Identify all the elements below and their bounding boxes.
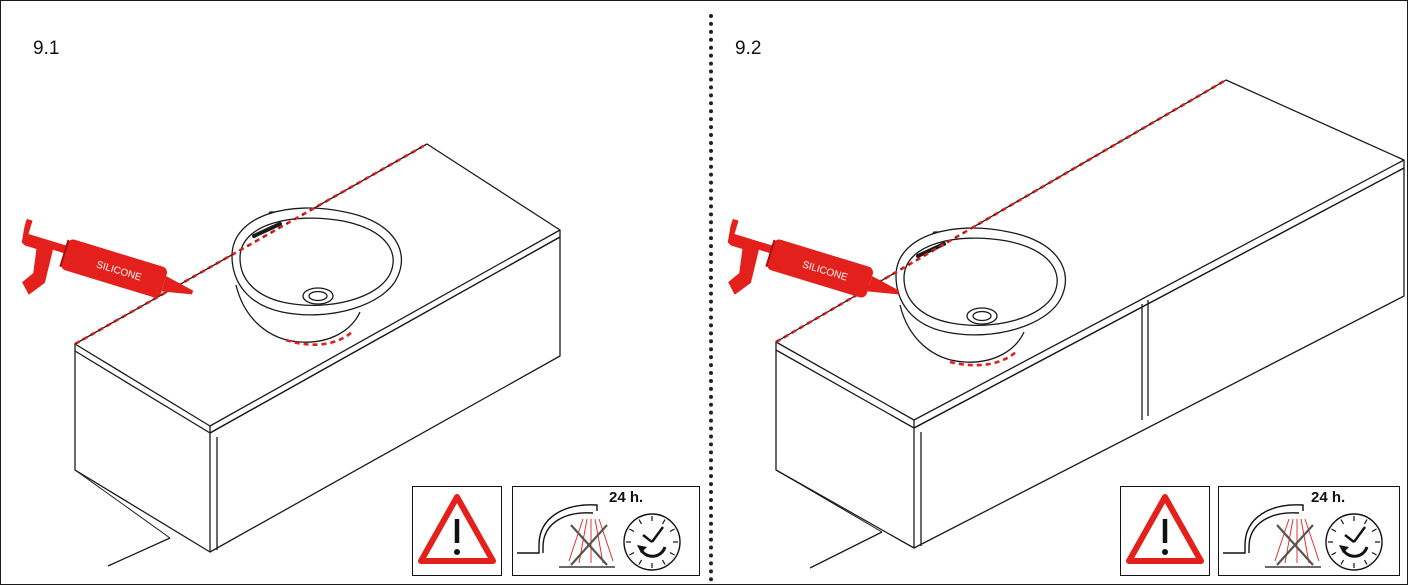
step-label: 9.2 — [735, 38, 762, 59]
silicone-gun-icon: SILICONE — [21, 218, 194, 298]
countertop-edge-front — [74, 344, 211, 434]
silicone-seal-line — [74, 142, 428, 346]
faucet-no-water-icon — [1223, 504, 1321, 568]
warning-triangle-icon — [418, 494, 496, 564]
panel-step-9-2: 9.2 — [712, 0, 1408, 585]
cabinet-front — [775, 350, 915, 549]
step-label: 9.1 — [33, 38, 60, 59]
warning-box — [1120, 486, 1210, 576]
silicone-seal-line — [775, 78, 1227, 367]
vanity-double-drawer-drawing: SILICONE — [727, 78, 1405, 569]
vanity-single-drawer-drawing: SILICONE — [21, 142, 561, 567]
floor-line — [107, 537, 171, 567]
warning-triangle-icon — [1126, 494, 1204, 564]
silicone-gun-icon: SILICONE — [727, 218, 900, 298]
basin — [231, 207, 402, 343]
cure-time-box: 24 h. — [1218, 486, 1400, 576]
countertop-edge-front — [775, 342, 915, 429]
clock-icon — [1325, 513, 1383, 571]
faucet-no-water-icon — [517, 504, 615, 568]
warning-box — [412, 486, 502, 576]
cabinet-front — [74, 351, 211, 553]
cure-time-label: 24 h. — [609, 489, 644, 506]
cabinet-side — [913, 167, 1405, 549]
cure-time-label: 24 h. — [1311, 489, 1346, 506]
countertop-top — [775, 79, 1405, 421]
clock-icon — [623, 513, 681, 571]
panel-divider — [709, 14, 713, 582]
floor-line — [809, 531, 883, 569]
cabinet-side — [209, 236, 561, 553]
cure-time-box: 24 h. — [512, 486, 700, 576]
panel-step-9-1: 9.1 — [21, 38, 700, 576]
